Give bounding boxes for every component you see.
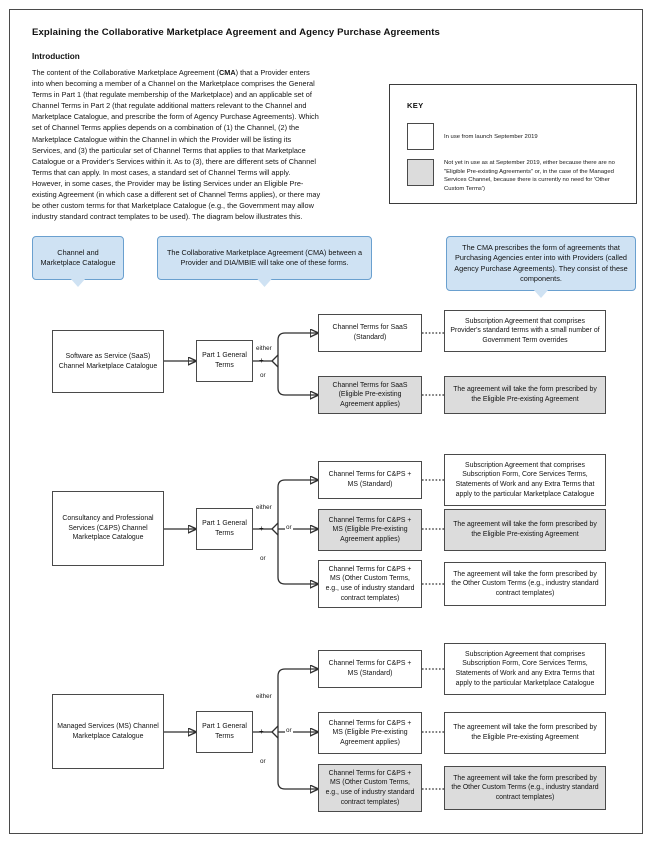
- document-sheet: Explaining the Collaborative Marketplace…: [9, 9, 643, 834]
- part1-node-saas: Part 1 General Terms: [196, 340, 253, 382]
- branch-label-either-saas: either: [255, 345, 273, 352]
- part1-node-label: Part 1 General Terms: [202, 352, 247, 369]
- callout-agency-purchase-agreements: The CMA prescribes the form of agreement…: [446, 236, 636, 298]
- agreement-node-label: Subscription Agreement that comprises Su…: [455, 461, 595, 498]
- terms-node-cps-epa: Channel Terms for C&PS + MS (Eligible Pr…: [318, 509, 422, 551]
- agreement-node-ms-oct: The agreement will take the form prescri…: [444, 766, 606, 810]
- agreement-node-cps-oct: The agreement will take the form prescri…: [444, 562, 606, 606]
- agreement-node-ms-epa: The agreement will take the form prescri…: [444, 712, 606, 754]
- terms-node-cps-standard: Channel Terms for C&PS + MS (Standard): [318, 461, 422, 499]
- channel-node-ms: Managed Services (MS) Channel Marketplac…: [52, 694, 164, 769]
- callout-text: Channel and Marketplace Catalogue: [40, 247, 116, 267]
- terms-node-saas-standard: Channel Terms for SaaS (Standard): [318, 314, 422, 352]
- branch-label-or-ms-mid: or: [285, 727, 293, 734]
- callout-tail-icon: [533, 289, 549, 298]
- callout-text: The Collaborative Marketplace Agreement …: [166, 247, 363, 267]
- page-title: Explaining the Collaborative Marketplace…: [32, 27, 440, 38]
- branch-label-or-ms-low: or: [259, 758, 267, 765]
- key-swatch-in-use: [407, 123, 434, 150]
- channel-node-label: Managed Services (MS) Channel Marketplac…: [57, 722, 159, 740]
- plus-symbol-ms: +: [259, 727, 264, 736]
- agreement-node-cps-standard: Subscription Agreement that comprises Su…: [444, 454, 606, 506]
- part1-node-cps: Part 1 General Terms: [196, 508, 253, 550]
- callout-tail-icon: [256, 278, 273, 287]
- terms-node-ms-epa: Channel Terms for C&PS + MS (Eligible Pr…: [318, 712, 422, 754]
- terms-node-ms-standard: Channel Terms for C&PS + MS (Standard): [318, 650, 422, 688]
- branch-label-either-ms: either: [255, 693, 273, 700]
- agreement-node-label: The agreement will take the form prescri…: [451, 570, 599, 597]
- intro-text-post: ) that a Provider enters into when becom…: [32, 68, 321, 222]
- terms-node-label: Channel Terms for C&PS + MS (Other Custo…: [325, 769, 415, 806]
- terms-node-ms-oct: Channel Terms for C&PS + MS (Other Custo…: [318, 764, 422, 812]
- terms-node-label: Channel Terms for SaaS (Eligible Pre-exi…: [332, 381, 408, 408]
- branch-label-or-saas: or: [259, 372, 267, 379]
- channel-node-saas: Software as Service (SaaS) Channel Marke…: [52, 330, 164, 393]
- branch-label-either-cps: either: [255, 504, 273, 511]
- terms-node-cps-oct: Channel Terms for C&PS + MS (Other Custo…: [318, 560, 422, 608]
- branch-label-or-cps-mid: or: [285, 524, 293, 531]
- channel-node-label: Consultancy and Professional Services (C…: [62, 515, 154, 542]
- callout-channel-catalogue: Channel and Marketplace Catalogue: [32, 236, 124, 287]
- intro-text-pre: The content of the Collaborative Marketp…: [32, 68, 219, 77]
- callout-cma-forms: The Collaborative Marketplace Agreement …: [157, 236, 372, 287]
- channel-node-label: Software as Service (SaaS) Channel Marke…: [58, 352, 158, 370]
- terms-node-label: Channel Terms for C&PS + MS (Other Custo…: [325, 565, 415, 602]
- key-swatch-not-in-use: [407, 159, 434, 186]
- callout-text: The CMA prescribes the form of agreement…: [454, 242, 628, 283]
- agreement-node-label: Subscription Agreement that comprises Su…: [455, 650, 595, 687]
- intro-heading: Introduction: [32, 52, 80, 61]
- agreement-node-saas-epa: The agreement will take the form prescri…: [444, 376, 606, 414]
- agreement-node-label: The agreement will take the form prescri…: [453, 724, 597, 741]
- key-legend: KEY In use from launch September 2019 No…: [389, 84, 637, 204]
- cma-abbreviation: CMA: [218, 68, 236, 77]
- agreement-node-label: The agreement will take the form prescri…: [453, 521, 597, 538]
- agreement-node-cps-epa: The agreement will take the form prescri…: [444, 509, 606, 551]
- agreement-node-saas-standard: Subscription Agreement that comprises Pr…: [444, 310, 606, 352]
- agreement-node-label: The agreement will take the form prescri…: [453, 386, 597, 403]
- terms-node-label: Channel Terms for SaaS (Standard): [332, 324, 408, 341]
- terms-node-label: Channel Terms for C&PS + MS (Eligible Pr…: [328, 516, 412, 543]
- key-title: KEY: [407, 101, 424, 110]
- part1-node-ms: Part 1 General Terms: [196, 711, 253, 753]
- channel-node-cps: Consultancy and Professional Services (C…: [52, 491, 164, 566]
- terms-node-label: Channel Terms for C&PS + MS (Standard): [328, 471, 412, 488]
- callout-tail-icon: [70, 278, 86, 287]
- part1-node-label: Part 1 General Terms: [202, 723, 247, 740]
- key-label-not-in-use: Not yet in use as at September 2019, eit…: [444, 160, 615, 192]
- plus-symbol-saas: +: [259, 356, 264, 365]
- plus-symbol-cps: +: [259, 524, 264, 533]
- agreement-node-ms-standard: Subscription Agreement that comprises Su…: [444, 643, 606, 695]
- agreement-node-label: The agreement will take the form prescri…: [451, 774, 599, 801]
- key-label-in-use: In use from launch September 2019: [444, 134, 538, 140]
- terms-node-label: Channel Terms for C&PS + MS (Standard): [328, 660, 412, 677]
- branch-label-or-cps-low: or: [259, 555, 267, 562]
- terms-node-saas-epa: Channel Terms for SaaS (Eligible Pre-exi…: [318, 376, 422, 414]
- intro-paragraph: The content of the Collaborative Marketp…: [32, 67, 322, 222]
- terms-node-label: Channel Terms for C&PS + MS (Eligible Pr…: [328, 719, 412, 746]
- part1-node-label: Part 1 General Terms: [202, 520, 247, 537]
- agreement-node-label: Subscription Agreement that comprises Pr…: [450, 317, 600, 344]
